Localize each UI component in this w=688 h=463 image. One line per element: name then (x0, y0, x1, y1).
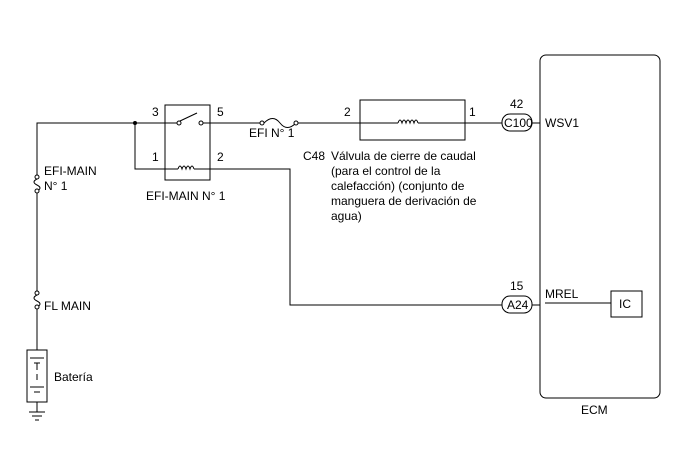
relay-label: EFI-MAIN N° 1 (146, 189, 226, 203)
relay-pin-3: 3 (152, 105, 159, 119)
valve-desc-line-5: agua) (331, 209, 362, 223)
connector-c100-pin: 42 (510, 97, 524, 111)
ecm-label: ECM (581, 403, 608, 417)
valve-pin-2: 2 (344, 105, 351, 119)
relay-efi-main-no1: 3 5 1 2 EFI-MAIN N° 1 (146, 104, 226, 203)
fuse-fl-main: FL MAIN (33, 290, 91, 313)
fuse-fl-main-label: FL MAIN (44, 299, 91, 313)
battery-label: Batería (54, 370, 93, 384)
valve-desc-line-2: (para el control de la (331, 164, 441, 178)
valve-desc-line-4: manguera de derivación de (331, 194, 477, 208)
wires (36, 122, 611, 412)
ic-box: IC (610, 290, 643, 318)
connector-a24-pin: 15 (510, 279, 524, 293)
signal-wsv1: WSV1 (545, 116, 579, 130)
relay-pin-1: 1 (152, 150, 159, 164)
valve-connector-label: C48 (303, 149, 325, 163)
ground-icon (29, 411, 45, 421)
fuse-efi-main-label-2: N° 1 (44, 179, 68, 193)
fuse-efi-main-no1: EFI-MAIN N° 1 (33, 164, 97, 194)
fuse-efi-main-label-1: EFI-MAIN (44, 164, 97, 178)
valve-c48: 2 1 C48 Válvula de cierre de caudal (par… (303, 99, 477, 223)
connector-c100-label: C100 (504, 116, 533, 130)
ic-label: IC (619, 297, 631, 311)
fuse-efi-no1: EFI N° 1 (249, 118, 299, 140)
signal-mrel: MREL (545, 287, 579, 301)
connector-a24-label: A24 (507, 298, 529, 312)
valve-desc-line-1: Válvula de cierre de caudal (331, 149, 476, 163)
relay-pin-2: 2 (217, 150, 224, 164)
ecm-box: ECM (539, 54, 661, 417)
valve-pin-1: 1 (469, 105, 476, 119)
connector-c100: C100 42 WSV1 (501, 97, 579, 132)
relay-pin-5: 5 (217, 105, 224, 119)
valve-desc-line-3: calefacción) (conjunto de (331, 179, 465, 193)
junction-dot (133, 121, 137, 125)
fuse-efi-no1-label: EFI N° 1 (249, 126, 295, 140)
connector-a24: A24 15 MREL (501, 279, 579, 314)
battery: Batería (26, 349, 93, 403)
